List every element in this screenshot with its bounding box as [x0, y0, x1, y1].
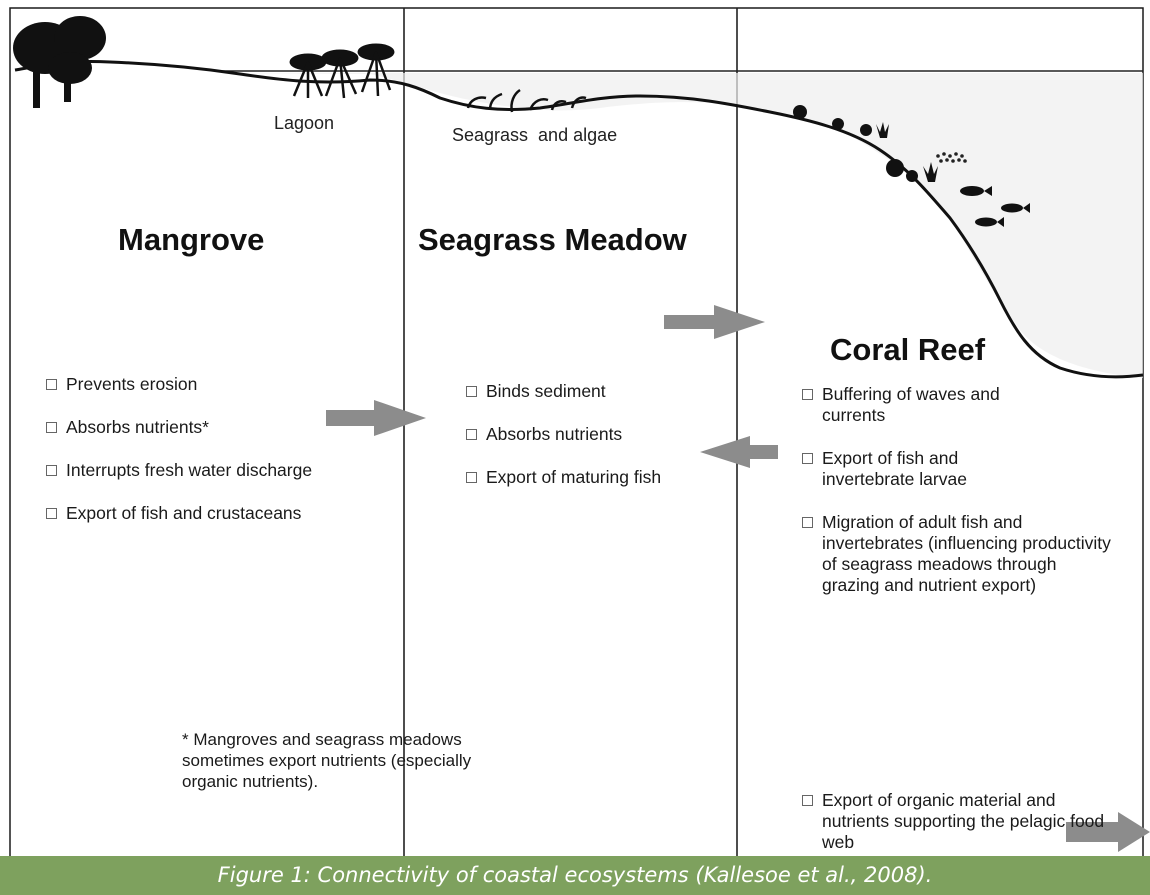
list-item: Interrupts fresh water discharge — [44, 460, 394, 481]
list-item: Export of fish and crustaceans — [44, 503, 394, 524]
list-item: Migration of adult fish and invertebrate… — [800, 512, 1117, 596]
zone-title-seagrass-meadow: Seagrass Meadow — [418, 222, 687, 258]
ecosystem-diagram: Lagoon Seagrass and algae Mangrove Seagr… — [0, 0, 1150, 856]
figure-caption: Figure 1: Connectivity of coastal ecosys… — [0, 856, 1150, 895]
zone-title-mangrove: Mangrove — [118, 222, 264, 258]
list-item: Absorbs nutrients* — [44, 417, 394, 438]
list-item: Export of maturing fish — [464, 467, 724, 488]
list-item: Absorbs nutrients — [464, 424, 724, 445]
footnote: * Mangroves and seagrass meadows sometim… — [182, 729, 472, 792]
coral-reef-export-list: Export of organic material and nutrients… — [800, 790, 1100, 853]
label-lagoon: Lagoon — [274, 113, 334, 134]
list-item: Prevents erosion — [44, 374, 394, 395]
list-item: Export of organic material and nutrients… — [800, 790, 1122, 853]
coral-reef-functions-list: Buffering of waves and currents Export o… — [800, 384, 1120, 596]
mangrove-functions-list: Prevents erosion Absorbs nutrients* Inte… — [44, 374, 394, 524]
list-item: Export of fish and invertebrate larvae — [800, 448, 1042, 490]
list-item: Binds sediment — [464, 381, 724, 402]
arrow-right-seagrass-to-reef — [664, 305, 765, 339]
list-item: Buffering of waves and currents — [800, 384, 1062, 426]
seagrass-functions-list: Binds sediment Absorbs nutrients Export … — [464, 381, 724, 488]
zone-title-coral-reef: Coral Reef — [830, 332, 985, 368]
label-seagrass-algae: Seagrass and algae — [452, 125, 617, 146]
